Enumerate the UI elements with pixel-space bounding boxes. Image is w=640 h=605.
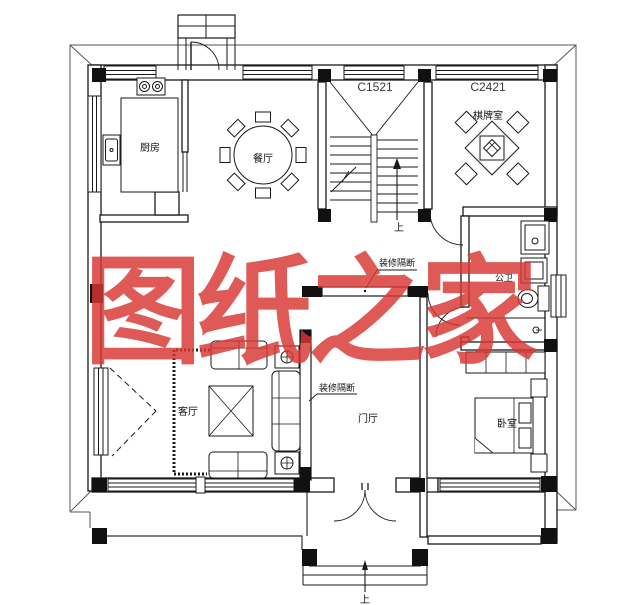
wardrobe xyxy=(465,351,546,374)
wall-kitchen-south xyxy=(99,214,189,223)
cabinet xyxy=(520,257,548,284)
coffee-table xyxy=(208,385,254,437)
living-room-furniture xyxy=(109,340,301,479)
partition-bar-horizontal xyxy=(302,286,428,297)
column xyxy=(418,69,431,82)
partition-bar-vertical xyxy=(299,329,312,481)
side-table-bottom xyxy=(274,451,300,475)
nightstand-top xyxy=(530,378,548,398)
porch-door-arc xyxy=(190,41,220,71)
tv-wall-textured-partition xyxy=(172,348,210,476)
windows xyxy=(87,65,567,494)
wall-bedroom-south xyxy=(427,535,542,545)
side-table-top xyxy=(274,345,300,369)
kitchen-cabinet xyxy=(154,191,180,216)
eave-outline xyxy=(69,44,577,528)
column xyxy=(92,478,107,492)
toilet xyxy=(517,285,550,312)
column xyxy=(92,68,106,82)
kitchen-top-window xyxy=(103,65,157,80)
column xyxy=(294,478,310,492)
kitchen-fixtures xyxy=(102,77,179,193)
stair-top-window xyxy=(343,65,405,80)
column xyxy=(418,209,431,222)
columns xyxy=(90,68,557,566)
room-label-bedroom: 卧室 xyxy=(497,417,517,430)
shower-area xyxy=(466,317,545,334)
bedroom-furniture xyxy=(465,351,548,473)
window-code-c2421: C2421 xyxy=(470,80,506,94)
nightstand-bottom xyxy=(530,453,548,473)
partition-note-1: 装修隔断 xyxy=(379,257,415,268)
room-label-living: 客厅 xyxy=(178,405,198,418)
north-porch xyxy=(177,14,236,71)
partition-leader-2 xyxy=(308,393,357,402)
wall-bathroom-west xyxy=(460,215,470,308)
living-left-window xyxy=(93,367,109,456)
column xyxy=(90,284,103,303)
porch-steps xyxy=(302,560,428,592)
column xyxy=(543,69,557,82)
bedroom-door-arc xyxy=(427,292,461,326)
bed xyxy=(474,397,534,454)
mahjong-door-arc xyxy=(429,211,464,246)
sofa-top xyxy=(210,340,268,370)
kitchen-left-window xyxy=(87,95,102,193)
tv-projection-dashed xyxy=(109,367,157,457)
mahjong-top-window xyxy=(435,65,539,80)
annotation-leaders xyxy=(308,269,417,402)
wall-bathroom-south xyxy=(460,341,558,351)
room-label-dining: 餐厅 xyxy=(253,152,273,165)
wall-mahjong-south xyxy=(462,206,558,217)
bedroom-bottom-window xyxy=(439,478,541,492)
bathroom-right-window xyxy=(550,274,567,318)
wall-hall-bedroom xyxy=(419,296,428,538)
sofa-bottom xyxy=(208,451,268,479)
room-label-mahjong: 棋牌室 xyxy=(473,109,503,122)
column xyxy=(544,208,557,222)
round-table xyxy=(233,125,293,185)
column xyxy=(318,209,331,222)
washbasin xyxy=(520,220,550,255)
column xyxy=(92,528,107,544)
column xyxy=(412,549,428,566)
bathroom-fixtures xyxy=(466,220,550,334)
partition-note-2: 装修隔断 xyxy=(319,382,355,393)
wall-kitchen-east xyxy=(181,79,189,153)
wall-stair-east xyxy=(423,81,433,210)
bathroom-door-arc xyxy=(435,306,467,338)
column xyxy=(410,478,425,492)
room-label-hall: 门厅 xyxy=(358,412,378,425)
mahjong-table xyxy=(454,110,530,186)
column xyxy=(544,339,557,352)
wall-stair-west xyxy=(317,81,327,210)
terrace-edge xyxy=(107,492,308,550)
stair-up-label: 上 xyxy=(394,222,404,234)
stair-break-line xyxy=(330,166,357,193)
column xyxy=(541,476,557,492)
sofa-long-right xyxy=(271,370,301,452)
porch-up-label: 上 xyxy=(360,594,370,605)
dining-top-window xyxy=(242,65,313,80)
doors xyxy=(333,211,467,522)
room-label-kitchen: 厨房 xyxy=(140,141,160,154)
wall-bottom-stub-left xyxy=(307,477,335,493)
stove xyxy=(136,77,166,96)
living-bottom-window xyxy=(107,476,295,494)
partition-leader-1 xyxy=(365,269,417,289)
entrance-double-door xyxy=(333,483,397,522)
kitchen-sink xyxy=(102,134,121,166)
kitchen-sliding-door xyxy=(182,152,188,192)
column xyxy=(302,549,317,566)
room-label-bathroom: 公卫 xyxy=(495,273,513,283)
window-code-c1521: C1521 xyxy=(357,80,393,94)
staircase xyxy=(329,81,419,223)
dining-table xyxy=(219,111,307,199)
column xyxy=(318,69,331,82)
column xyxy=(541,528,557,544)
kitchen-counter xyxy=(120,97,179,193)
